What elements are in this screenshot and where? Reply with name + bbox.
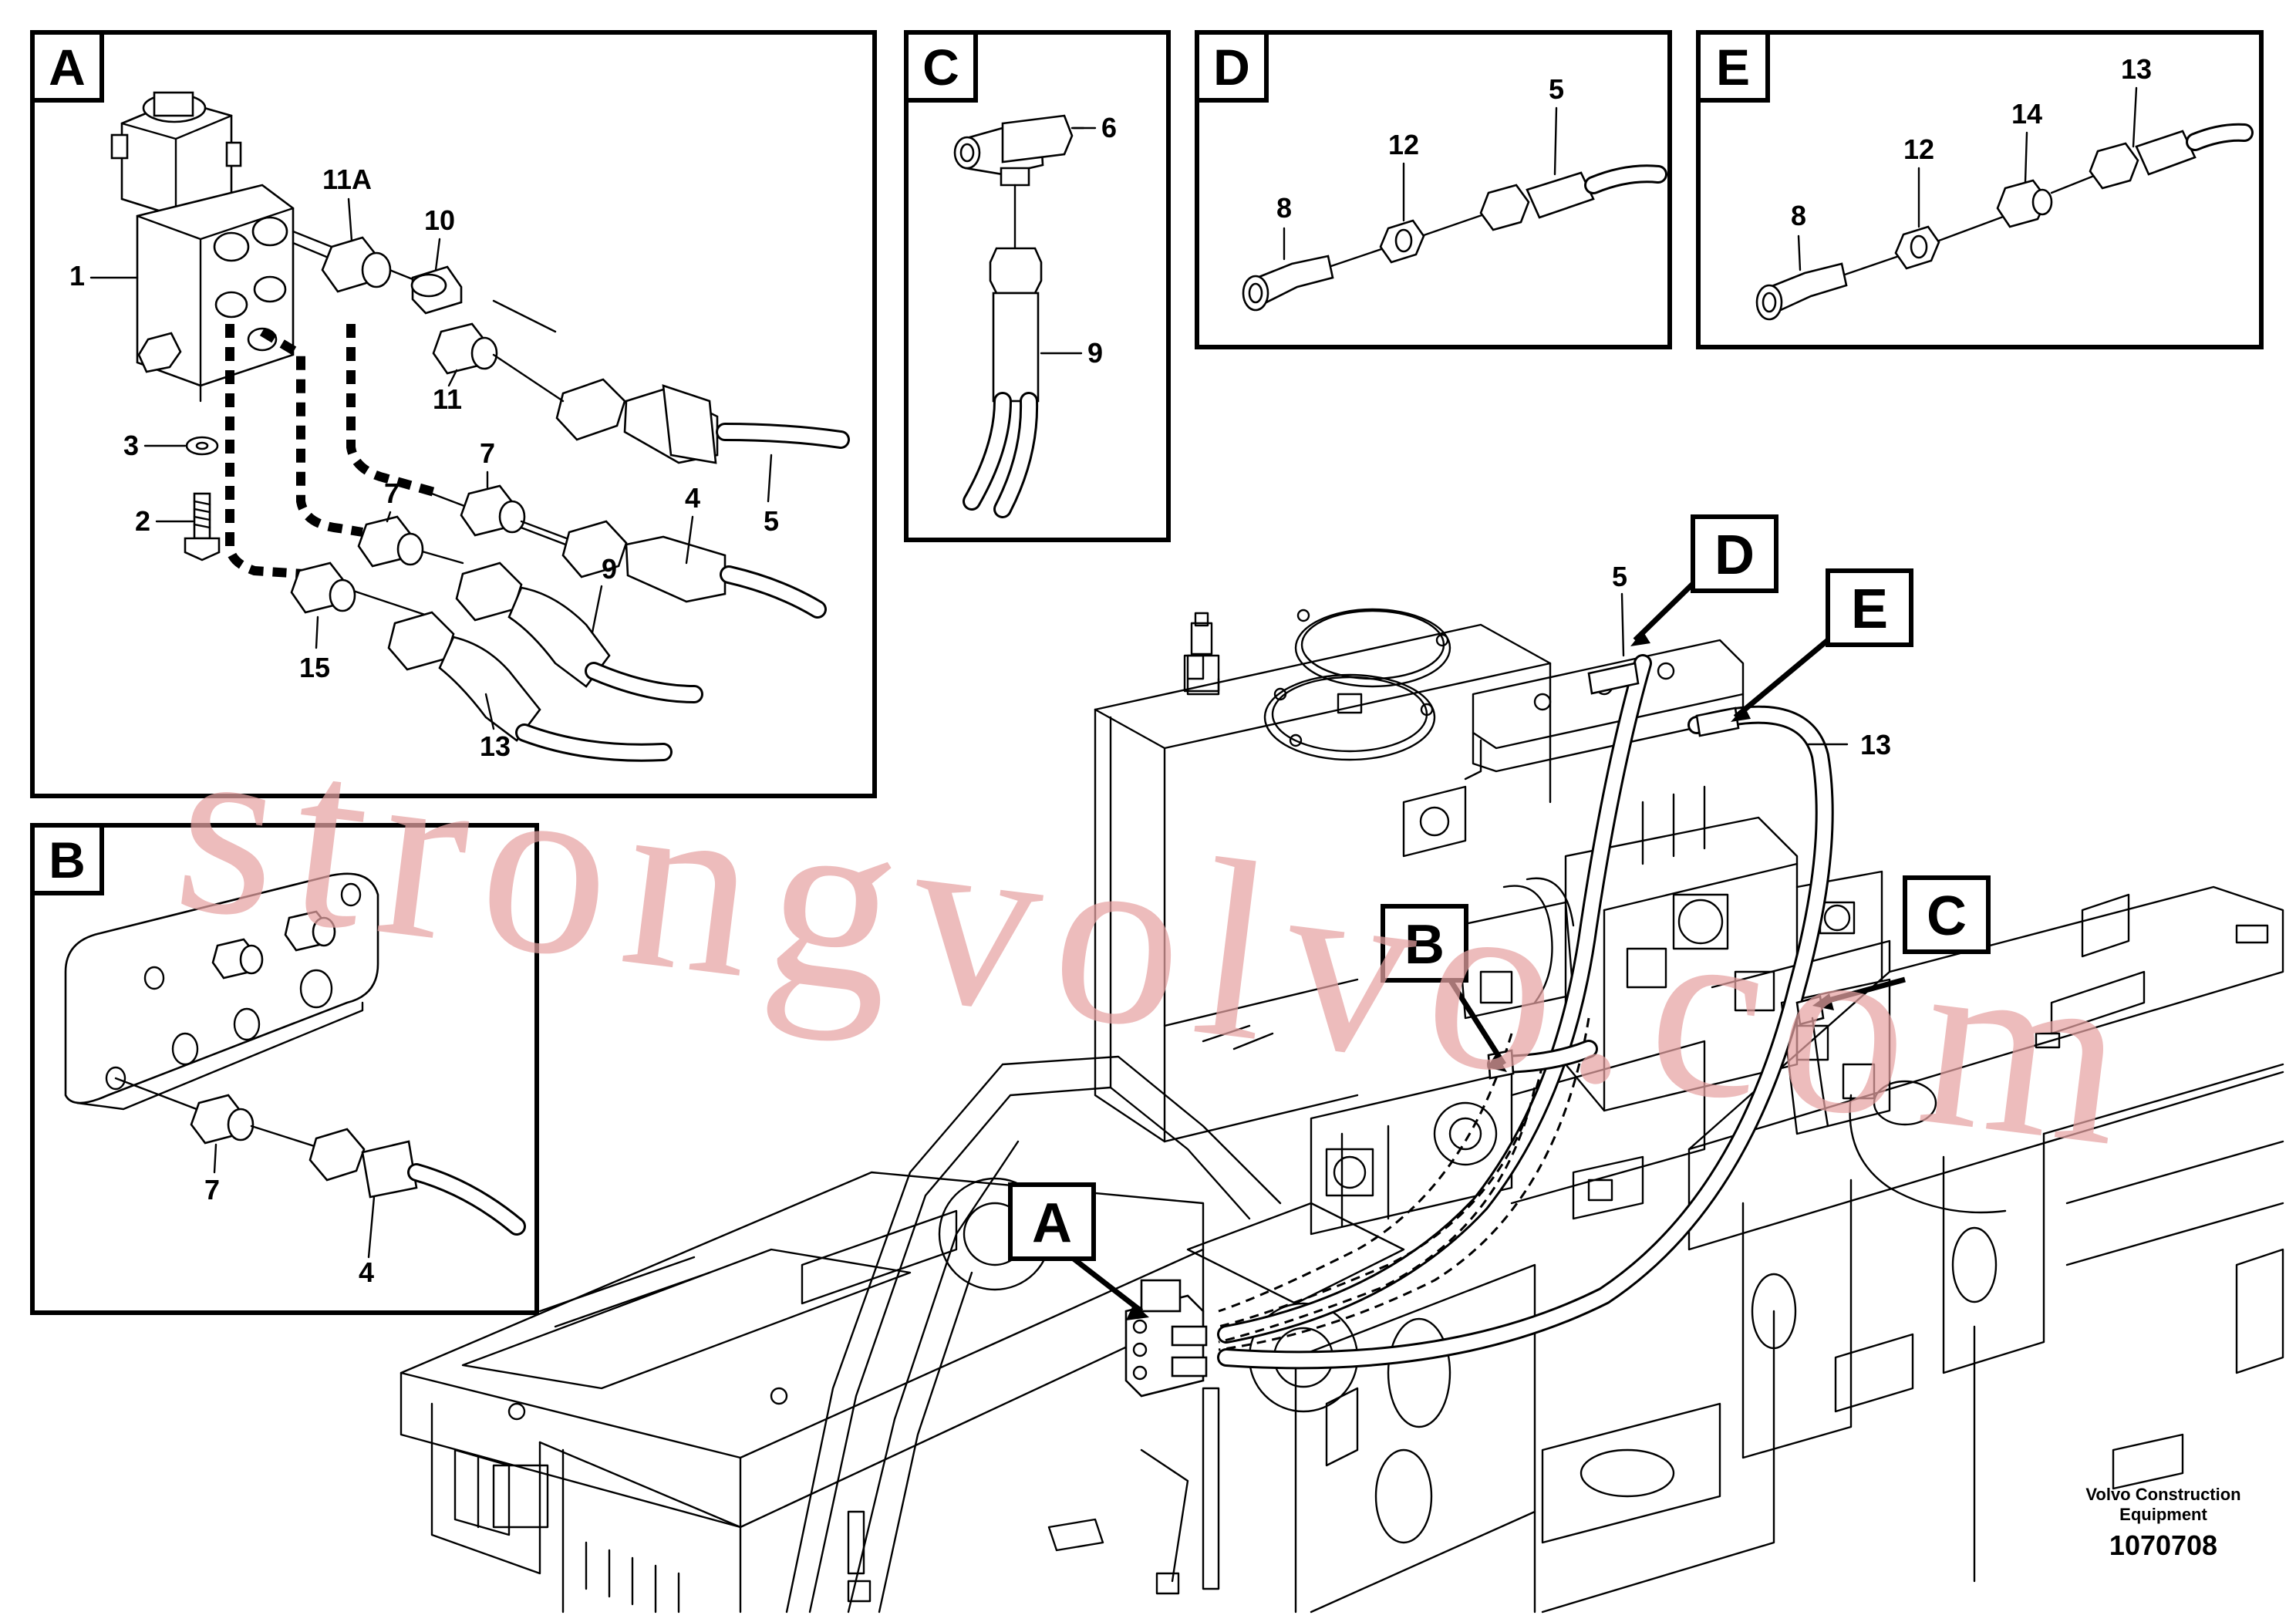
panel-a-label-3: 3 [123,430,139,461]
brand-line-2: Equipment [2119,1505,2207,1524]
plug-10 [410,265,463,315]
bolt-2 [184,492,221,561]
hose-13 [387,611,673,762]
panel-a-label-7-lower: 7 [384,477,400,509]
callout-tag-b-letter: B [1404,914,1445,976]
callout-tag-d[interactable]: D [1691,514,1778,593]
callout-tag-a-letter: A [1032,1192,1072,1254]
adapter-8-e [1755,262,1848,321]
detail-panel-e: E 8 12 14 13 [1696,30,2264,349]
panel-a-label-7-upper: 7 [480,437,495,469]
nut-12-e [1894,225,1940,270]
panel-e-label-8: 8 [1791,200,1806,231]
adapter-8-d [1242,255,1334,312]
hydraulic-tank-drawing [1094,608,1552,1143]
hose-fitting-d-main [1587,662,1740,737]
panel-e-label-14: 14 [2011,98,2042,130]
detail-panel-a: A [30,30,877,798]
main-label-5: 5 [1612,561,1627,592]
panel-d-label-5: 5 [1549,73,1564,105]
panel-e-label-13: 13 [2121,53,2152,85]
hose-13-e [2089,123,2254,190]
fitting-15 [290,561,356,614]
tee-fitting-6 [953,114,1085,187]
detail-panel-b: B 7 [30,823,539,1315]
panel-c-label-6: 6 [1101,112,1117,143]
detail-panel-d: D 8 12 5 [1195,30,1672,349]
callout-tag-d-letter: D [1714,524,1755,586]
hose-5-d [1479,164,1667,231]
callout-pointers [1054,578,1906,1320]
solenoid-valve-block [110,91,295,403]
callout-tag-a[interactable]: A [1008,1182,1096,1261]
main-label-13: 13 [1860,729,1891,760]
panel-a-label-11: 11 [433,383,462,415]
panel-e-tag: E [1716,39,1750,96]
hose-9 [455,561,703,703]
fitting-7-lower [357,515,424,568]
panel-a-label-5: 5 [764,505,779,537]
panel-c-tag: C [922,39,959,96]
nut-12-d [1379,219,1425,264]
fitting-11a [321,236,392,293]
plate-fitting-1 [284,910,336,952]
panel-a-label-1: 1 [69,260,85,292]
detail-panel-c: C 6 9 [904,30,1171,542]
valve-a-location [1124,1279,1208,1398]
callout-tag-e-letter: E [1851,578,1888,640]
hidden-hoses [1218,1017,1590,1351]
panel-a-label-2: 2 [135,505,150,537]
washer-3 [185,436,219,456]
plate-fitting-2 [211,938,264,980]
callout-tag-c[interactable]: C [1903,875,1991,954]
panel-d-label-12: 12 [1388,129,1419,160]
lower-chassis-drawing [400,1171,1536,1614]
hose-4-b [308,1128,526,1236]
panel-a-label-10: 10 [424,204,455,236]
fitting-14-e [1996,179,2053,228]
upper-frame-drawing [1510,885,2284,1614]
panel-d-tag: D [1213,39,1250,96]
panel-c-label-9: 9 [1087,337,1103,369]
hose-5-main [1217,654,1652,1344]
hose-5 [492,353,850,464]
main-part-labels: 5 13 [1612,561,1891,760]
hose-9-c [963,247,1043,518]
panel-e-label-12: 12 [1903,133,1934,165]
panel-b-label-7: 7 [204,1174,220,1206]
panel-a-label-4: 4 [685,482,700,514]
panel-a-label-9: 9 [602,553,617,585]
panel-d-label-8: 8 [1276,192,1292,224]
panel-a-label-13: 13 [480,730,511,762]
boom-bracket-drawing [785,1055,1405,1614]
document-number: 1070708 [2109,1529,2217,1561]
panel-a-tag: A [49,39,86,96]
fitting-11 [432,322,498,375]
callout-tag-b[interactable]: B [1381,904,1468,983]
fitting-7-upper [460,484,526,537]
panel-a-label-15: 15 [299,652,330,683]
panel-b-tag: B [49,831,86,889]
footer-brand: Volvo Construction Equipment 1070708 [2085,1485,2240,1561]
callout-tag-e[interactable]: E [1826,568,1913,647]
panel-b-label-4: 4 [359,1256,374,1288]
fitting-7-b [190,1094,255,1145]
panel-a-label-11a: 11A [322,164,372,195]
hose-4 [520,520,827,619]
brand-line-1: Volvo Construction [2085,1485,2240,1504]
callout-tag-c-letter: C [1927,885,1967,947]
